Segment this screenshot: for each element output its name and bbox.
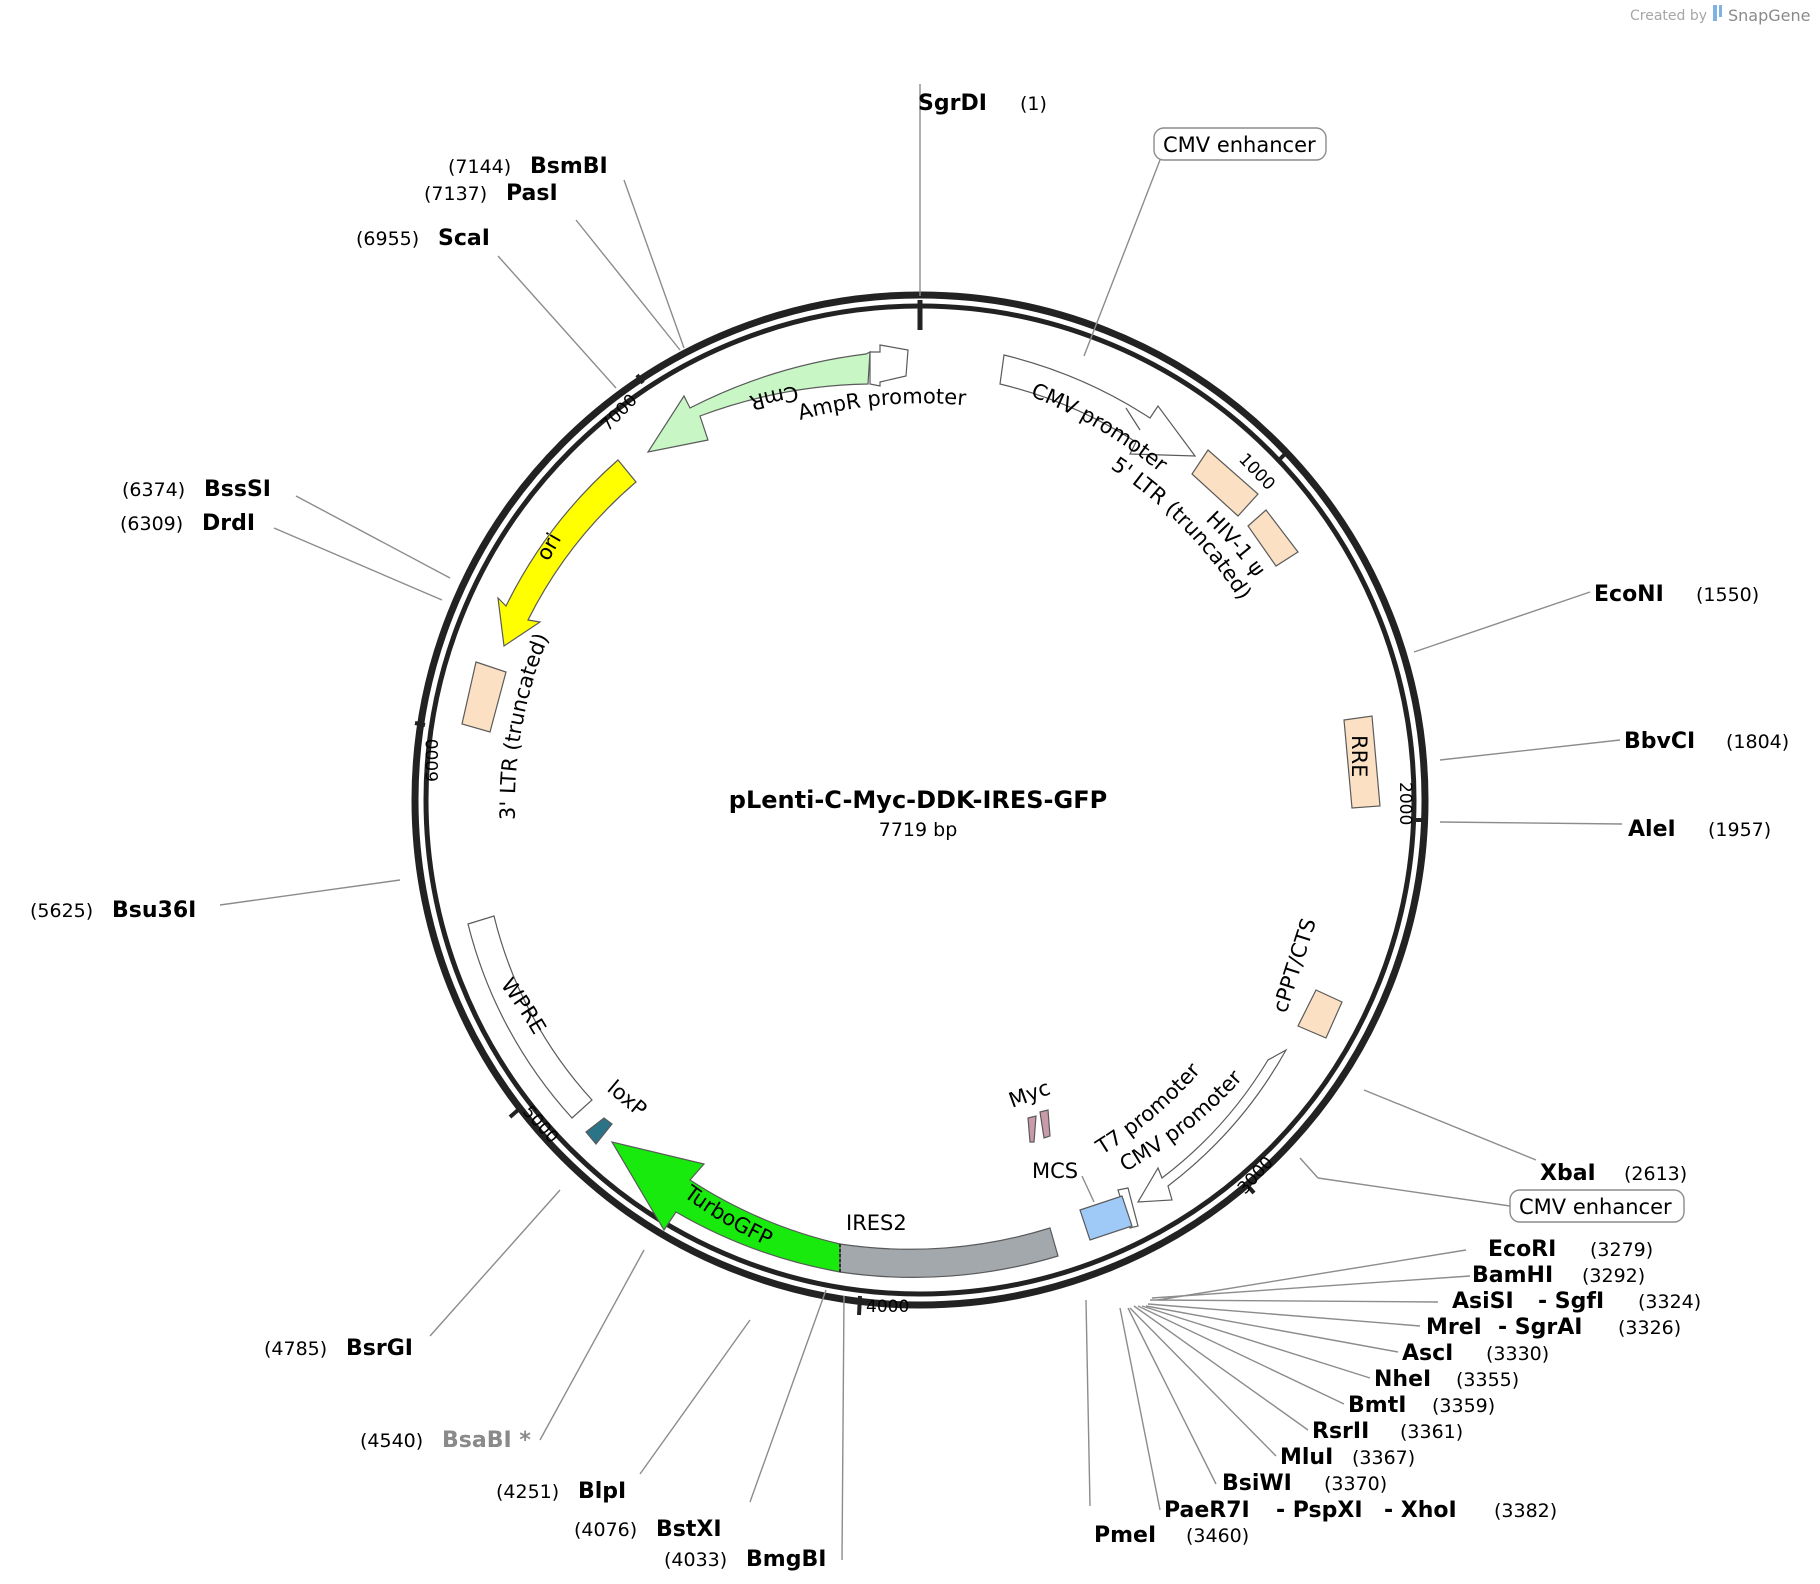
site-mrei-sgrai[interactable]: MreI- SgrAI(3326) [1426, 1315, 1681, 1340]
feature-wpre[interactable] [467, 915, 593, 1119]
svg-text:CMV enhancer: CMV enhancer [1519, 1195, 1672, 1219]
site-bbvci[interactable]: BbvCI(1804) [1624, 729, 1789, 754]
tick-6000 [414, 721, 426, 727]
site-scai[interactable]: (6955)ScaI [356, 226, 490, 251]
tick-label-4000: 4000 [866, 1297, 909, 1317]
tick-label-2000: 2000 [1395, 782, 1415, 825]
feature-label-3ltr: 3' LTR (truncated) [496, 630, 553, 821]
site-rsrii[interactable]: RsrII(3361) [1312, 1419, 1463, 1444]
site-bsssi[interactable]: (6374)BssSI [122, 477, 271, 502]
feature-loxp[interactable] [585, 1117, 613, 1145]
plasmid-name: pLenti-C-Myc-DDK-IRES-GFP [729, 786, 1107, 814]
tick-4000 [857, 1295, 862, 1316]
feature-hiv1-psi[interactable] [1247, 509, 1299, 567]
feature-label-loxp: loxP [603, 1075, 651, 1121]
site-bsabi[interactable]: (4540)BsaBI * [360, 1428, 531, 1453]
credit-prefix: Created by [1630, 8, 1707, 24]
site-bsu36i[interactable]: (5625)Bsu36I [30, 898, 196, 923]
site-sgrdi[interactable]: SgrDI(1) [918, 91, 1047, 116]
feature-cppt-cts[interactable] [1297, 989, 1343, 1039]
feature-myc-1[interactable] [1027, 1115, 1037, 1143]
feature-3ltr[interactable] [461, 661, 507, 733]
tick-5000 [508, 1108, 520, 1119]
feature-label-mcs: MCS [1032, 1159, 1078, 1183]
feature-turbogfp[interactable] [610, 1141, 841, 1273]
site-paer7i-pspxi-xhoi[interactable]: PaeR7I- PspXI- XhoI(3382) [1164, 1498, 1557, 1523]
feature-ori[interactable] [497, 459, 637, 648]
site-labels: SgrDI(1) EcoNI(1550) BbvCI(1804) AleI(19… [30, 91, 1789, 1572]
svg-text:CMV enhancer: CMV enhancer [1163, 133, 1316, 157]
tick-label-6000: 6000 [423, 739, 443, 782]
site-pasi[interactable]: (7137)PasI [424, 181, 558, 206]
site-pmei[interactable]: PmeI(3460) [1094, 1523, 1249, 1548]
site-blpi[interactable]: (4251)BlpI [496, 1479, 626, 1504]
tick-7000 [635, 373, 645, 385]
site-ecori[interactable]: EcoRI(3279) [1488, 1237, 1653, 1262]
site-bstxi[interactable]: (4076)BstXI [574, 1517, 722, 1542]
tick-3000 [1245, 1183, 1256, 1195]
feature-label-rre: RRE [1347, 735, 1371, 777]
site-nhei[interactable]: NheI(3355) [1374, 1367, 1519, 1392]
feature-label-myc: Myc [1006, 1076, 1054, 1113]
site-xbai[interactable]: XbaI(2613) [1540, 1161, 1687, 1186]
site-drdi[interactable]: (6309)DrdI [120, 511, 255, 536]
site-bsrgi[interactable]: (4785)BsrGI [264, 1336, 413, 1361]
site-alei[interactable]: AleI(1957) [1628, 817, 1771, 842]
site-bmti[interactable]: BmtI(3359) [1348, 1393, 1495, 1418]
feature-cmr[interactable] [646, 350, 871, 453]
callout-cmv-enhancer-top[interactable]: CMV enhancer [1083, 127, 1327, 357]
feature-5ltr[interactable] [1191, 449, 1259, 517]
feature-mcs[interactable] [1079, 1195, 1133, 1241]
feature-ampr-promoter[interactable] [869, 344, 909, 387]
tick-label-5000: 5000 [518, 1102, 562, 1148]
site-bsiwi[interactable]: BsiWI(3370) [1222, 1471, 1387, 1496]
plasmid-length: 7719 bp [879, 819, 958, 841]
snapgene-credit[interactable]: Created by SnapGene [1630, 5, 1810, 25]
tick-1000 [1275, 452, 1287, 464]
site-asci[interactable]: AscI(3330) [1402, 1341, 1549, 1366]
feature-label-ampr-promoter: AmpR promoter [795, 384, 967, 425]
site-bsmbi[interactable]: (7144)BsmBI [448, 154, 608, 179]
feature-ires2[interactable] [839, 1227, 1059, 1278]
site-mlui[interactable]: MluI(3367) [1280, 1445, 1415, 1470]
feature-rre[interactable] [1343, 715, 1381, 809]
snapgene-logo-icon [1713, 5, 1717, 21]
feature-label-ires2: IRES2 [846, 1211, 907, 1235]
feature-myc-2[interactable] [1039, 1109, 1051, 1139]
feature-cmv-promoter[interactable] [999, 354, 1197, 457]
site-bmgbi[interactable]: (4033)BmgBI [664, 1547, 826, 1572]
callout-cmv-enhancer-bottom[interactable]: CMV enhancer [1299, 1157, 1685, 1223]
feature-cmv-promoter-2[interactable] [1136, 1048, 1288, 1203]
credit-brand: SnapGene [1728, 6, 1810, 25]
site-bamhi[interactable]: BamHI(3292) [1472, 1263, 1645, 1288]
site-econi[interactable]: EcoNI(1550) [1594, 582, 1759, 607]
site-asisi-sgfi[interactable]: AsiSI- SgfI(3324) [1452, 1289, 1701, 1314]
site-leaders [219, 84, 1623, 1561]
